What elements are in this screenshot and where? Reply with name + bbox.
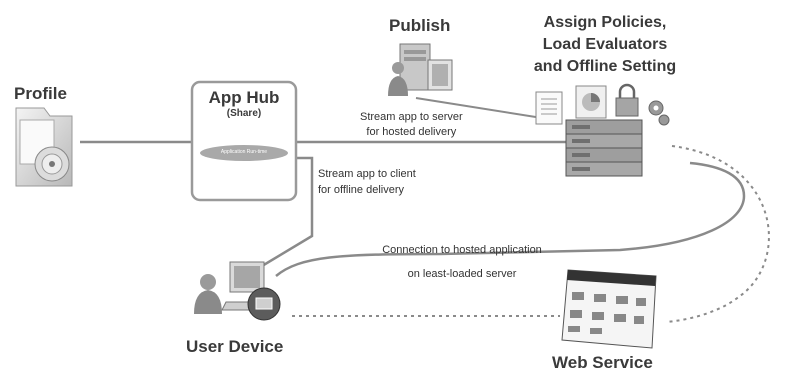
profile-label: Profile <box>14 84 67 103</box>
stream-server-label: Stream app to server for hosted delivery <box>360 110 463 140</box>
publish-server-icon <box>388 43 453 96</box>
user-device-icon <box>194 261 281 321</box>
stream-client-line1: Stream app to client <box>318 168 416 180</box>
stream-server-line2: for hosted delivery <box>366 126 457 138</box>
policies-line1: Assign Policies, <box>543 14 667 31</box>
app-hub-box <box>190 80 298 202</box>
connection-line1: Connection to hosted application <box>382 244 542 256</box>
connection-line <box>275 161 746 277</box>
web-service-label: Web Service <box>552 353 653 372</box>
web-page-icon <box>561 269 657 349</box>
publish-line <box>415 97 543 119</box>
connection-line2: on least-loaded server <box>407 268 517 280</box>
policies-line2: Load Evaluators <box>542 36 668 53</box>
publish-label: Publish <box>389 16 451 35</box>
stream-client-label: Stream app to client for offline deliver… <box>318 166 416 198</box>
user-device-label: User Device <box>186 337 284 356</box>
app-hub-subtitle: (Share) <box>226 108 262 119</box>
policies-line3: and Offline Setting <box>533 58 677 75</box>
stream-server-line1: Stream app to server <box>360 111 463 123</box>
server-farm-icon <box>535 83 670 177</box>
folder-cd-icon <box>15 107 73 187</box>
stream-client-line2: for offline delivery <box>318 184 405 196</box>
hub-device-line <box>261 156 314 268</box>
connection-label: Connection to hosted application on leas… <box>362 238 562 286</box>
policies-label: Assign Policies, Load Evaluators and Off… <box>511 12 699 78</box>
app-hub-title: App Hub <box>208 88 280 107</box>
server-web-dotted <box>665 145 770 323</box>
runtime-label: Application Run-time <box>220 149 268 155</box>
